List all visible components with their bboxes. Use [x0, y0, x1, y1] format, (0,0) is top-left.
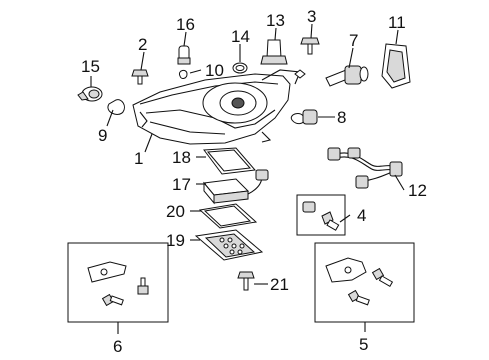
bulb-part-10	[178, 69, 188, 79]
headlamp-assembly	[132, 69, 306, 145]
callout-19: 19	[166, 231, 185, 250]
bracket-and-screws-part-5	[325, 257, 394, 306]
callout-14: 14	[231, 27, 250, 46]
callout-5: 5	[359, 335, 368, 354]
screw-part-2	[131, 69, 149, 85]
grommet-part-11	[381, 43, 411, 89]
wiring-harness-part-12	[327, 147, 403, 189]
gasket-part-18	[203, 147, 256, 175]
callout-3: 3	[307, 7, 316, 26]
callout-4: 4	[357, 206, 366, 225]
kit-box-part-6	[67, 242, 169, 323]
callout-labels: 1 2 3 4 5 6 7 8 9 10 11 12 13 14 15 16 1…	[81, 7, 427, 356]
socket-part-15	[77, 86, 103, 102]
bulb-part-8	[290, 109, 318, 125]
bracket-and-screws-part-6	[87, 261, 149, 307]
ballast-module-part-17	[203, 169, 269, 205]
bulb-part-7	[325, 65, 369, 87]
callout-11: 11	[388, 13, 406, 32]
callout-17: 17	[172, 175, 191, 194]
callout-15: 15	[81, 57, 100, 76]
seal-ring-part-14	[232, 62, 248, 74]
callout-18: 18	[172, 148, 191, 167]
kit-box-part-4	[296, 194, 346, 236]
callout-10: 10	[205, 61, 224, 80]
callout-7: 7	[349, 31, 358, 50]
callout-13: 13	[266, 11, 285, 30]
callout-20: 20	[166, 202, 185, 221]
bulb-part-16	[177, 45, 191, 65]
screw-part-3	[300, 37, 320, 55]
socket-part-13	[260, 39, 288, 65]
cover-part-19	[194, 229, 264, 261]
bulb-part-9	[107, 99, 125, 115]
screw-part-21	[237, 271, 255, 291]
gasket-part-20	[198, 203, 258, 229]
callout-12: 12	[408, 181, 427, 200]
callout-2: 2	[138, 35, 147, 54]
callout-1: 1	[134, 149, 143, 168]
callout-9: 9	[98, 126, 107, 145]
callout-16: 16	[176, 15, 195, 34]
callout-6: 6	[113, 337, 122, 356]
clip-and-screw-part-4	[302, 201, 340, 231]
kit-box-part-5	[314, 242, 415, 323]
callout-21: 21	[270, 275, 289, 294]
callout-8: 8	[337, 108, 346, 127]
leader-lines	[90, 23, 405, 334]
